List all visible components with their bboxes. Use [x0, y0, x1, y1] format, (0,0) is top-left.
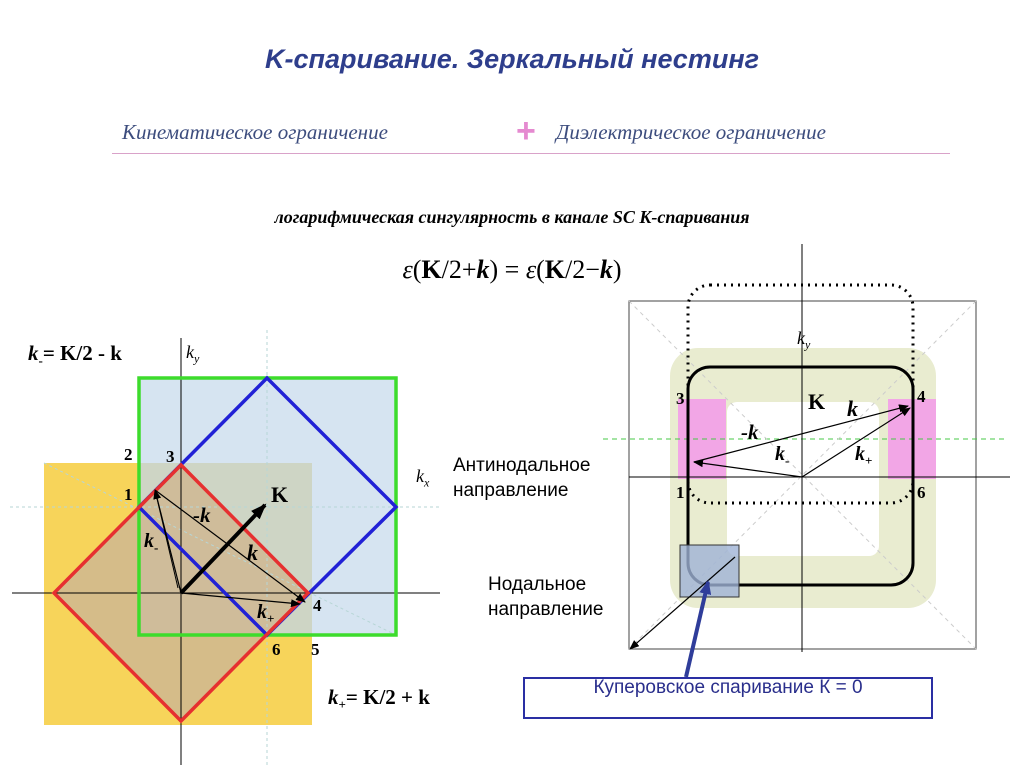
nodal-box — [679, 544, 740, 598]
left-point-3: 3 — [166, 447, 175, 466]
cooper-pairing-text: Куперовское спаривание К = 0 — [593, 677, 863, 698]
k-plus-equation: k+= K/2 + k — [328, 685, 430, 713]
left-kx-label: kx — [416, 466, 430, 490]
left-brillouin-diagram — [10, 330, 440, 765]
right-k-minus-label: k- — [775, 443, 790, 468]
pale-ring-inner — [727, 402, 879, 556]
nodal-direction-label: Нодальное направление — [488, 574, 604, 620]
formula-K-left: K — [421, 255, 442, 284]
kinematic-constraint-label: Кинематическое ограничение — [122, 120, 388, 144]
subtitle-underline — [112, 153, 950, 154]
right-minus-k-label: -k — [741, 420, 759, 444]
left-point-5: 5 — [311, 640, 320, 659]
formula-eps-right: ε — [525, 255, 537, 284]
left-ky-label: ky — [186, 342, 200, 366]
formula-eps-left: ε — [402, 255, 413, 284]
left-k-plus-label: k+ — [257, 601, 275, 626]
mirror-nesting-formula: ε(K/2+k) = ε(K/2−k) — [402, 255, 622, 284]
left-K-label: K — [271, 482, 289, 507]
right-k-minus-vector — [693, 459, 803, 478]
dielectric-constraint-label: Диэлектрическое ограничение — [556, 120, 826, 144]
big-K-vector — [179, 503, 267, 595]
right-point-6: 6 — [917, 483, 926, 502]
left-point-4: 4 — [313, 596, 322, 615]
right-k-plus-label: k+ — [855, 443, 873, 468]
k-minus-equation: k-= K/2 - k — [28, 341, 122, 369]
k-plus-vector — [180, 592, 301, 608]
red-diamond — [51, 462, 311, 724]
formula-K-right: K — [544, 255, 565, 284]
page-title: K-спаривание. Зеркальный нестинг — [264, 44, 760, 74]
left-minus-k-label: -k — [193, 503, 211, 527]
cooper-pairing-box — [523, 677, 933, 719]
right-point-1: 1 — [676, 483, 685, 502]
left-dashed-grid — [10, 330, 440, 765]
right-k-label: k — [847, 396, 858, 421]
left-k-label: k — [247, 540, 258, 565]
formula-k-right: k — [599, 255, 613, 284]
left-k-minus-label: k- — [144, 530, 159, 555]
right-minus-k-vector — [693, 404, 909, 463]
left-point-1: 1 — [124, 485, 133, 504]
right-k-plus-vector — [801, 407, 911, 478]
formula-half-plus: /2+ — [441, 255, 477, 284]
log-singularity-text: логарифмическая сингулярность в канале S… — [274, 207, 750, 227]
formula-half-minus: /2− — [564, 255, 600, 284]
right-ky-label: ky — [797, 328, 811, 352]
right-point-3: 3 — [676, 389, 685, 408]
k-minus-return — [154, 489, 179, 589]
cooper-pointer-arrow — [684, 580, 712, 678]
right-point-4: 4 — [917, 387, 926, 406]
minus-k-vector — [154, 489, 306, 603]
nodal-pointer-arrow — [629, 556, 736, 650]
formula-k-left: k — [476, 255, 490, 284]
antinodal-direction-label: Антинодальное направление — [453, 455, 591, 501]
plus-sign: + — [516, 112, 536, 150]
formula-equals: = — [504, 255, 520, 284]
right-K-label: K — [808, 389, 826, 414]
left-point-6: 6 — [272, 640, 281, 659]
left-point-2: 2 — [124, 445, 133, 464]
shifted-fermi-surface — [686, 283, 915, 505]
right-fermi-diagram — [603, 244, 1010, 678]
